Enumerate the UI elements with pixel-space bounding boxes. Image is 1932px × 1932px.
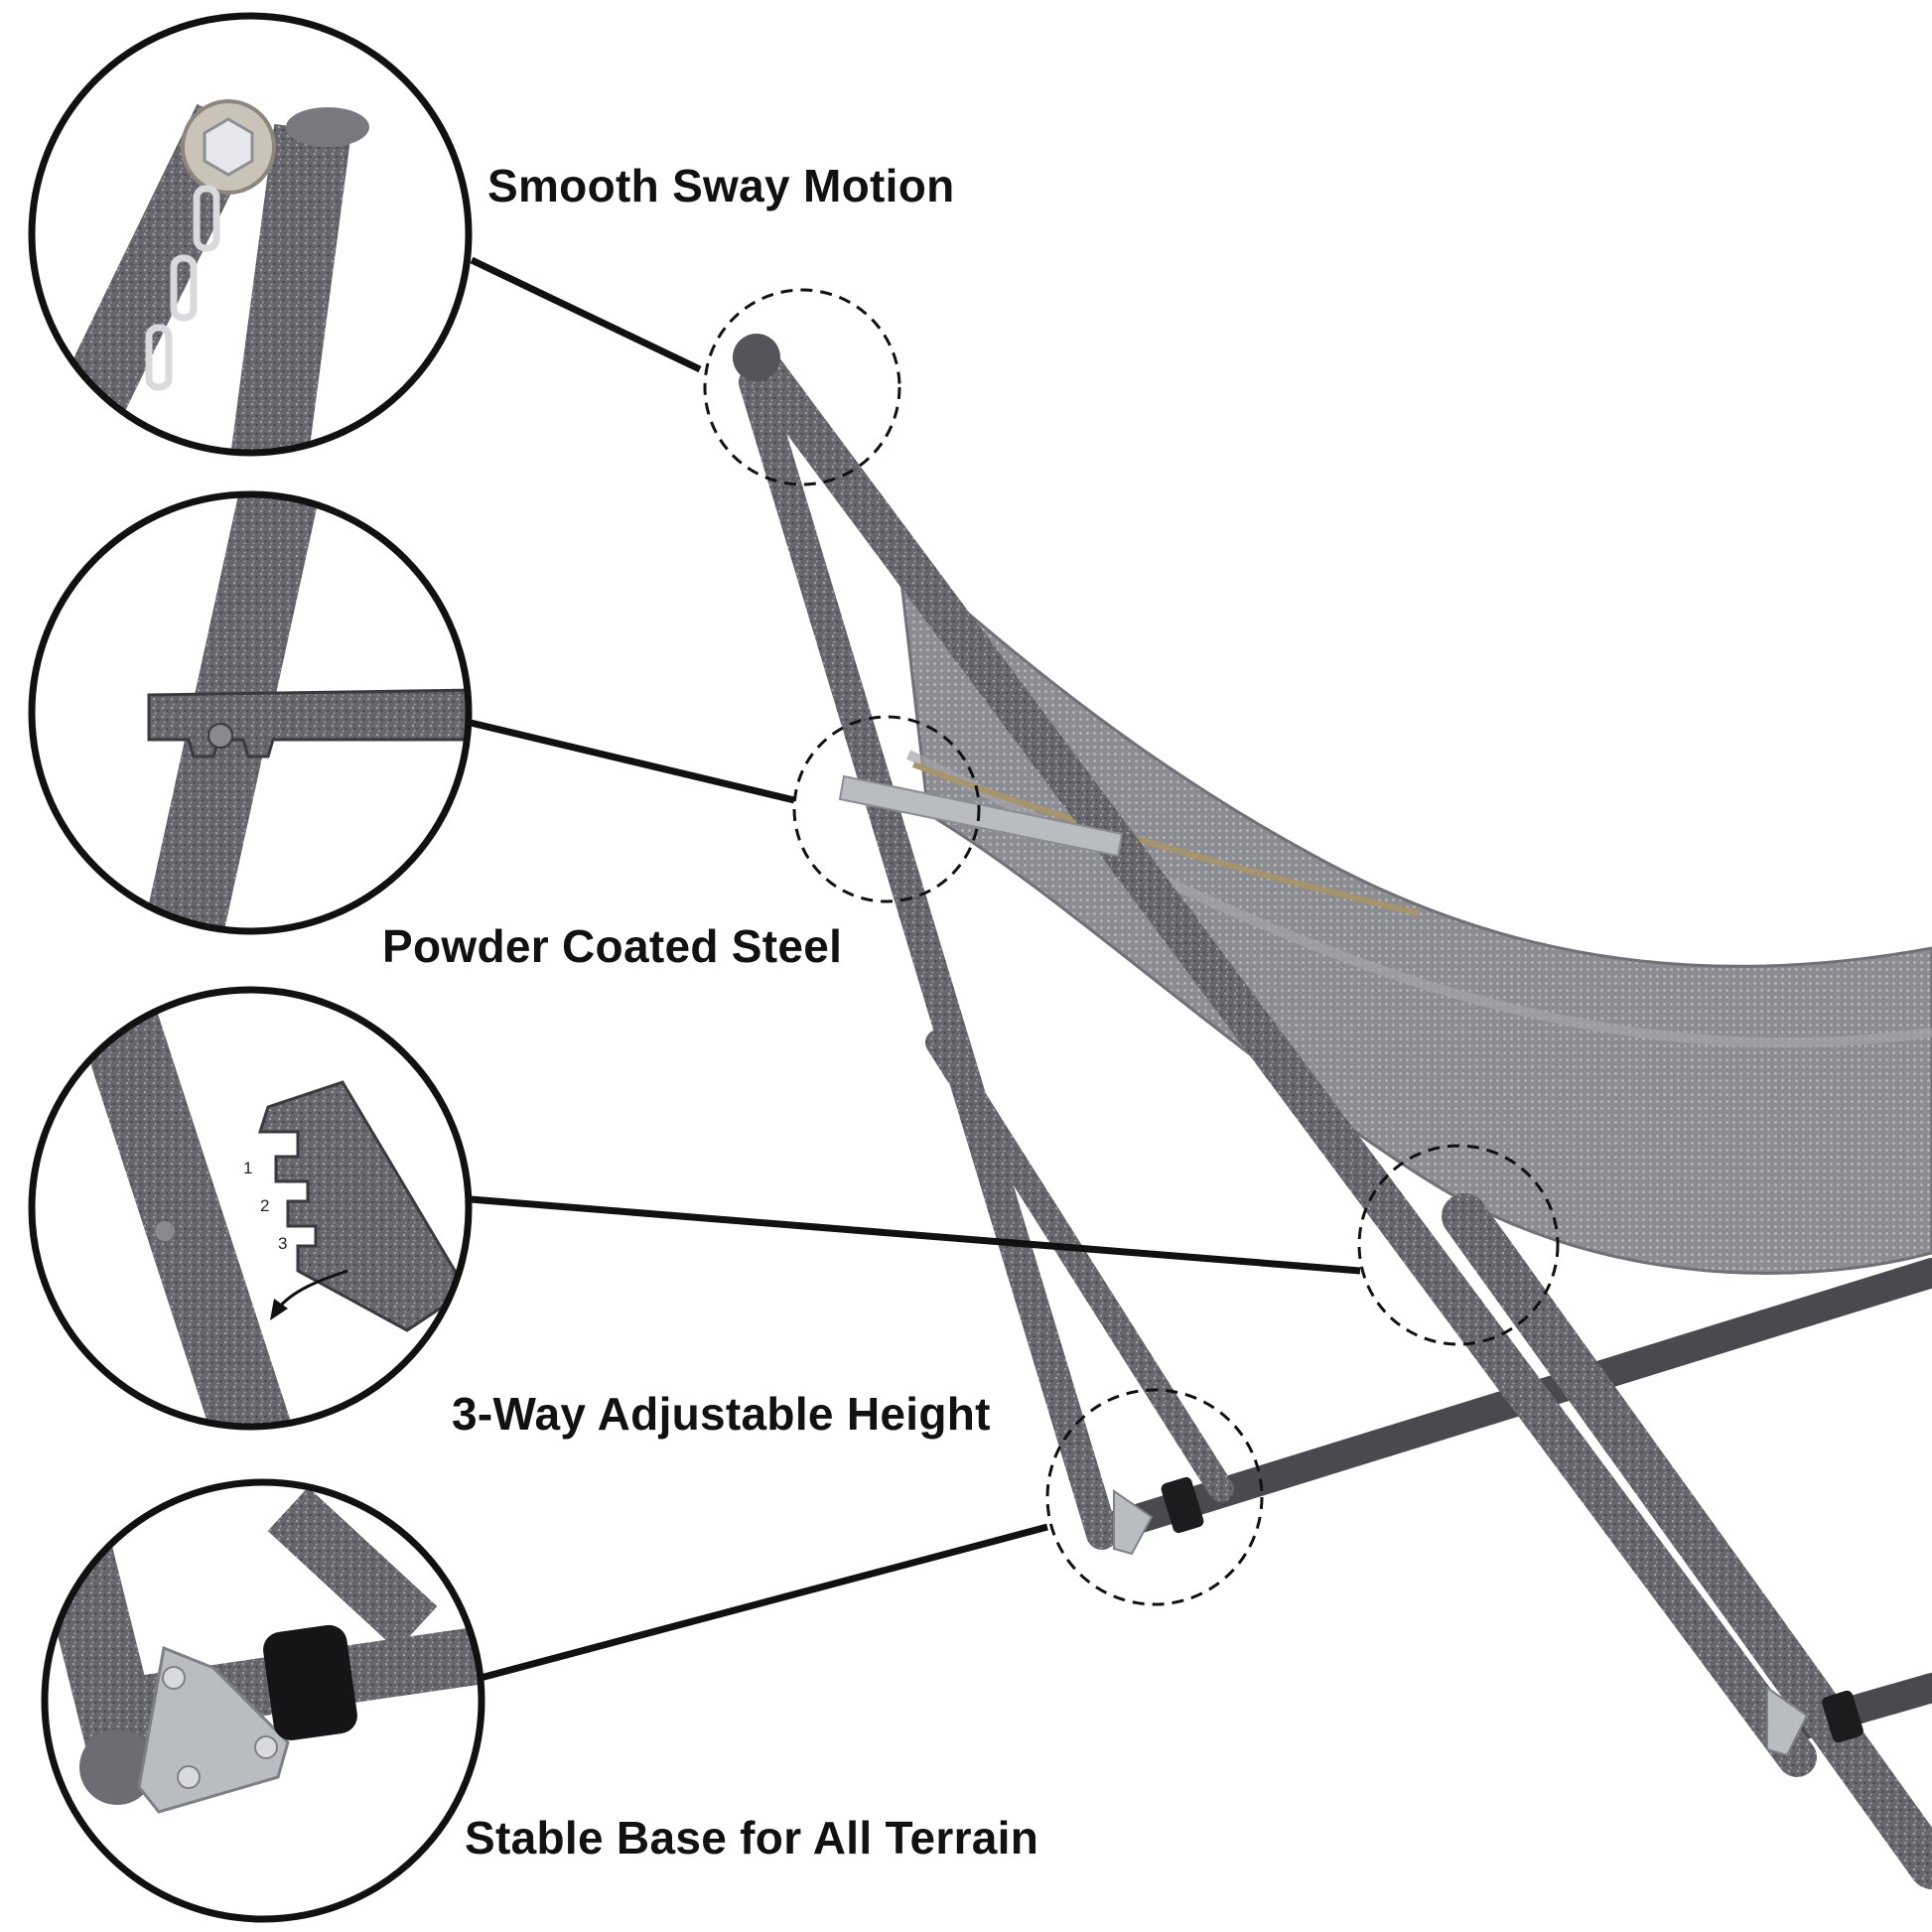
- leader-line-sway: [470, 256, 702, 373]
- spreader-plate: [838, 774, 1124, 858]
- hammock-stand: [470, 256, 1932, 1889]
- feature-label-sway-motion: Smooth Sway Motion: [487, 160, 955, 211]
- height-position-1: 1: [243, 1159, 252, 1177]
- zoom-circle-powder-steel: [28, 490, 473, 935]
- height-position-2: 2: [260, 1196, 269, 1215]
- leader-line-height: [470, 1195, 1361, 1275]
- leader-line-base: [480, 1523, 1048, 1682]
- zoom-circle-sway-hinge: [28, 12, 473, 457]
- adjustable-sleeve: [1442, 1193, 1932, 1889]
- front-leg-brace: [925, 1030, 1234, 1502]
- rubber-foot-icon: [263, 1624, 357, 1740]
- feature-label-stable-base: Stable Base for All Terrain: [465, 1812, 1039, 1863]
- zoom-circle-stable-base: [41, 1478, 485, 1923]
- main-diagonal-arm: [735, 338, 1817, 1777]
- corner-bracket-left: [1113, 1489, 1154, 1556]
- feature-label-adjustable-height: 3-Way Adjustable Height: [452, 1388, 991, 1440]
- leader-line-steel: [470, 719, 795, 804]
- front-leg-vertical: [739, 366, 1118, 1550]
- corner-bracket-right: [1766, 1686, 1809, 1757]
- locking-pin-icon: [207, 723, 233, 749]
- height-position-3: 3: [278, 1234, 287, 1253]
- rotate-arrow-icon: [276, 1269, 348, 1310]
- callout-marker-base: [1045, 1388, 1264, 1606]
- rubber-foot-right: [1822, 1690, 1863, 1743]
- callout-marker-steel: [792, 715, 981, 903]
- feature-label-powder-coated-steel: Powder Coated Steel: [382, 920, 843, 972]
- zoom-circle-adjustable-height: 1 2 3: [28, 986, 473, 1431]
- callout-marker-height: [1357, 1144, 1560, 1346]
- hammock-zipper: [911, 761, 1421, 916]
- top-end-cap: [733, 334, 780, 381]
- rubber-foot-left: [1161, 1476, 1204, 1534]
- callout-marker-sway: [703, 288, 901, 486]
